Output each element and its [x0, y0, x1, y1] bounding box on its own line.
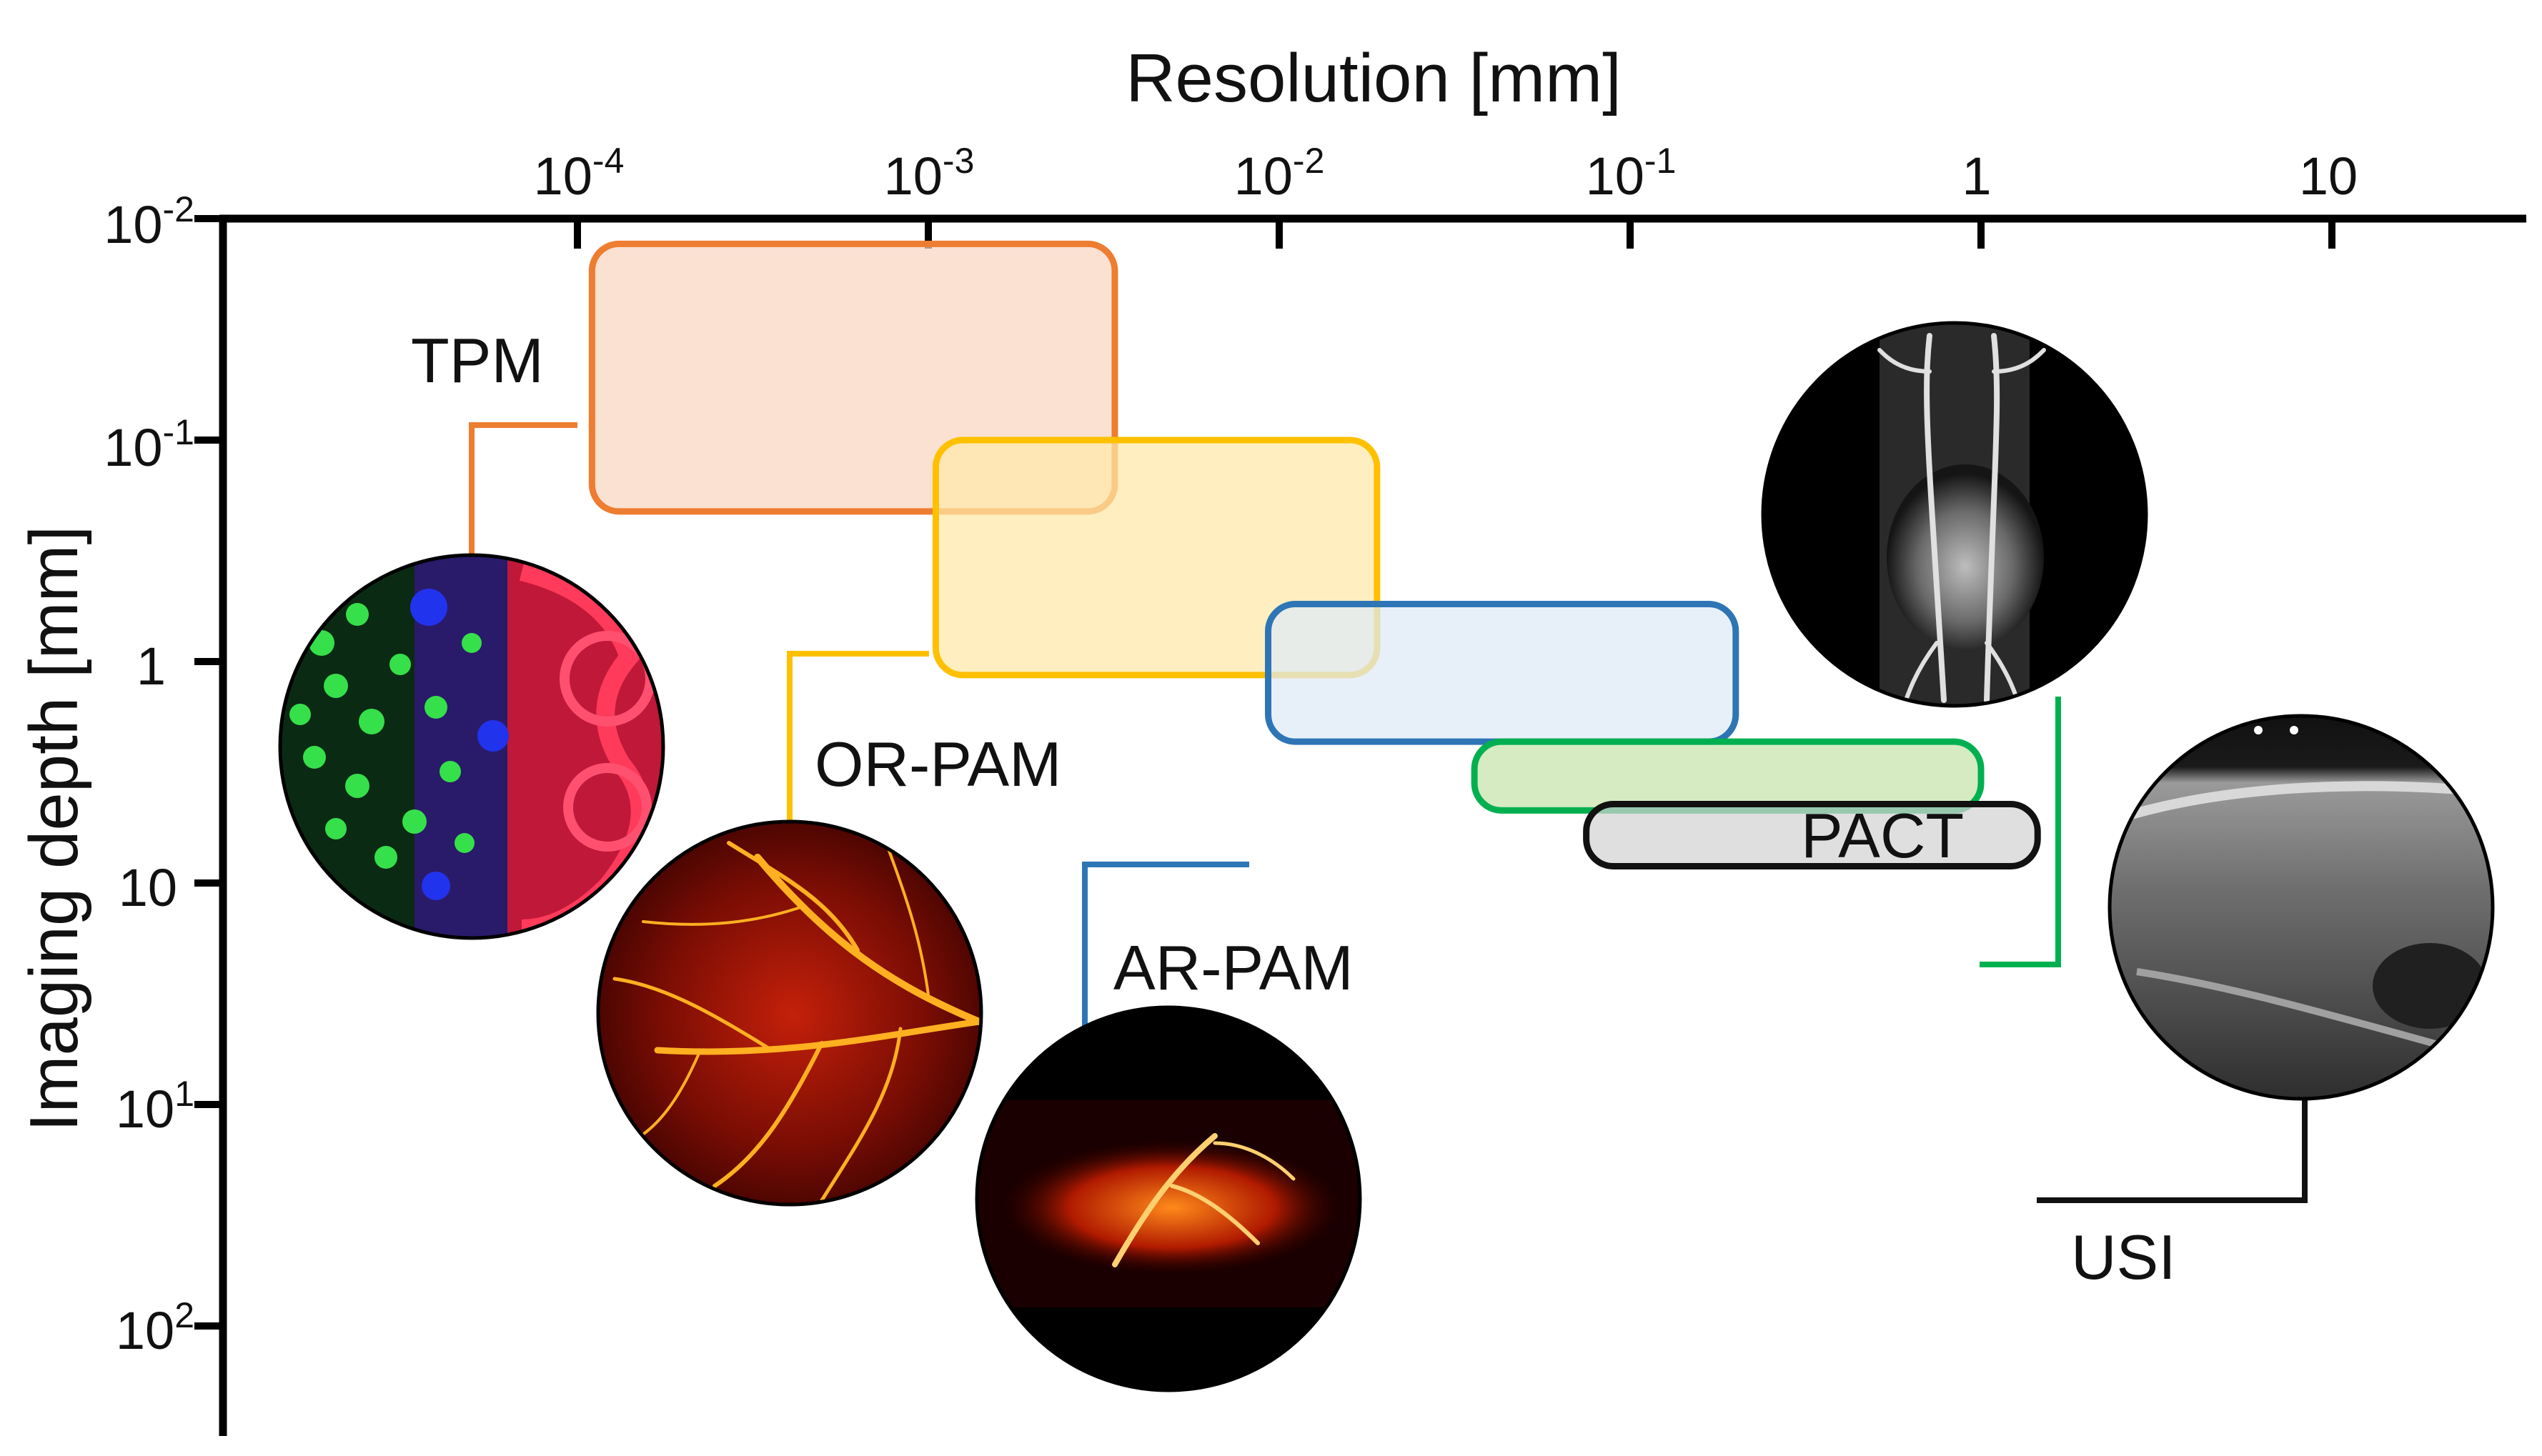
x-tick-label: 10-2 — [1234, 141, 1325, 206]
pact-leader-line — [1980, 697, 2061, 967]
pact-label: PACT — [1801, 800, 1964, 871]
modality-labels: TPM OR-PAM AR-PAM PACT USI — [411, 325, 2176, 1292]
y-axis-title: Imaging depth [mm] — [16, 526, 92, 1132]
orpam-range-box — [932, 437, 1381, 679]
orpam-image — [596, 819, 983, 1207]
arpam-label: AR-PAM — [1113, 932, 1354, 1003]
x-tick-label: 10-1 — [1586, 141, 1677, 206]
x-tick-labels: 10-4 10-3 10-2 10-1 1 10 — [534, 141, 2358, 206]
y-tick-label: 1 — [136, 637, 166, 696]
x-tick-label: 10-3 — [884, 141, 975, 206]
y-tick-label: 10-2 — [104, 189, 194, 254]
orpam-label: OR-PAM — [815, 729, 1061, 799]
tpm-leader-line — [469, 422, 577, 557]
y-tick-marks — [194, 215, 223, 1330]
arpam-range-box — [1265, 601, 1739, 745]
y-tick-labels: 10-2 10-1 1 10 101 102 — [104, 189, 194, 1360]
pact-image — [1761, 321, 2148, 708]
usi-label: USI — [2071, 1222, 2176, 1292]
modality-boxes — [588, 240, 2041, 870]
axes — [194, 214, 2526, 1436]
orpam-leader-line — [787, 651, 929, 822]
y-tick-label: 10-1 — [104, 412, 194, 477]
usi-image — [2107, 714, 2495, 1101]
x-tick-label: 10-4 — [534, 141, 625, 206]
arpam-image — [975, 1005, 1362, 1392]
tpm-image — [278, 553, 665, 940]
usi-leader-line — [2037, 1100, 2308, 1203]
x-axis-title: Resolution [mm] — [1126, 40, 1622, 116]
tpm-label: TPM — [411, 325, 544, 396]
usi-range-box — [1583, 800, 2041, 870]
x-tick-label: 10 — [2299, 146, 2358, 206]
leader-lines — [469, 422, 2308, 1203]
x-tick-marks — [574, 219, 2335, 249]
y-tick-label: 10 — [119, 858, 177, 917]
y-tick-label: 102 — [116, 1295, 194, 1360]
arpam-leader-line — [1082, 862, 1249, 1029]
x-tick-label: 1 — [1962, 146, 1991, 206]
y-tick-label: 101 — [116, 1074, 194, 1139]
